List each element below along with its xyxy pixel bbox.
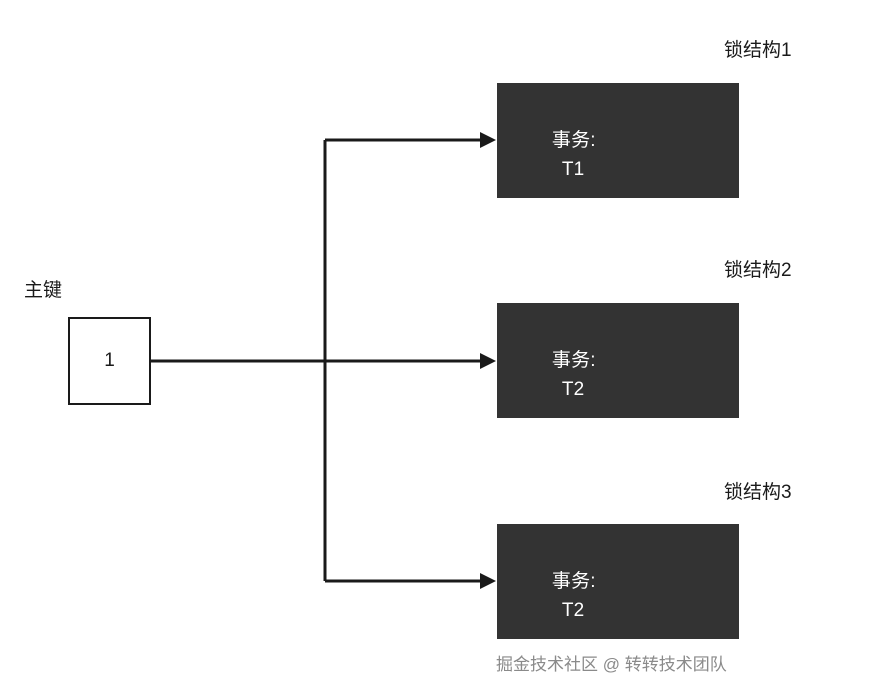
lock-structure-2-row-0-value: T2	[561, 379, 585, 400]
arrowhead-2	[480, 353, 496, 369]
primary-key-box: 1	[68, 317, 151, 405]
lock-structure-1-row-0-label: 事务:	[551, 130, 596, 151]
arrowhead-3	[480, 573, 496, 589]
lock-structure-1-row-1: is_waiting: true	[519, 213, 739, 329]
lock-structure-2-box: 事务: T2 is_waiting: false Type: S	[497, 303, 739, 632]
lock-structure-3-row-0-label: 事务:	[551, 571, 596, 592]
lock-structure-2-row-0: 事务: T2	[519, 317, 739, 433]
lock-structure-1-title: 锁结构1	[724, 40, 792, 61]
lock-structure-1-row-0-value: T1	[561, 159, 585, 180]
primary-key-value: 1	[104, 350, 115, 371]
lock-structure-3-title: 锁结构3	[724, 482, 792, 503]
lock-structure-2-row-1-label: is_waiting:	[551, 466, 643, 487]
lock-structure-3-box: 事务: T2 is_waiting: true Type: X	[497, 524, 739, 688]
lock-structure-3-row-0: 事务: T2	[519, 538, 739, 654]
lock-structure-2-title: 锁结构2	[724, 260, 792, 281]
lock-structure-1-box: 事务: T1 is_waiting: true Type: X	[497, 83, 739, 412]
lock-structure-2-row-1: is_waiting: false	[519, 433, 739, 549]
lock-structure-2-row-0-label: 事务:	[551, 350, 596, 371]
arrowhead-1	[480, 132, 496, 148]
lock-structure-1-row-0: 事务: T1	[519, 97, 739, 213]
lock-structure-1-row-1-value: true	[561, 275, 596, 296]
primary-key-label: 主键	[24, 280, 63, 301]
lock-structure-2-row-1-value: false	[561, 495, 604, 516]
lock-structure-1-row-1-label: is_waiting:	[551, 246, 643, 267]
lock-structure-3-row-0-value: T2	[561, 600, 585, 621]
watermark: 掘金技术社区 @ 转转技术团队	[496, 655, 727, 674]
